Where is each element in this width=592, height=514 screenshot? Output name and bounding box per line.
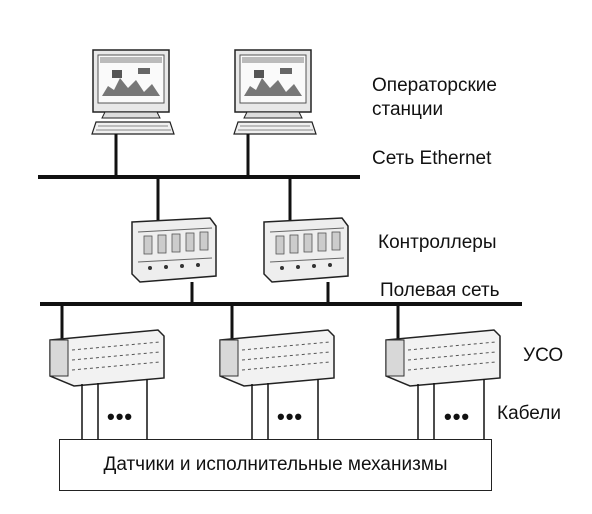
operator-station-2 [233, 49, 317, 135]
io-module-2 [219, 329, 335, 387]
operator-station-1 [91, 49, 175, 135]
io-module-1 [49, 329, 165, 387]
cables-group-3 [417, 379, 485, 439]
fieldbus-label: Полевая сеть [380, 280, 500, 301]
cables-group-1 [81, 379, 148, 439]
cables-group-2 [251, 379, 319, 439]
controller-1 [131, 217, 217, 283]
cables-ellipsis-2: ••• [277, 404, 304, 429]
controller-2 [263, 217, 349, 283]
controllers-label: Контроллеры [378, 232, 497, 253]
operator-stations-label: Операторские станции [372, 74, 497, 122]
ethernet-label: Сеть Ethernet [372, 148, 492, 169]
sensors-actuators-label: Датчики и исполнительные механизмы [103, 454, 448, 475]
sensors-actuators-box: Датчики и исполнительные механизмы [59, 439, 492, 491]
cables-label: Кабели [497, 403, 561, 424]
operator-stations-label-line1: Операторские [372, 75, 497, 96]
cables-ellipsis-1: ••• [107, 404, 134, 429]
io-modules-label: УСО [523, 345, 564, 366]
cables-ellipsis-3: ••• [444, 404, 471, 429]
io-module-3 [385, 329, 501, 387]
operator-stations-label-line2: станции [372, 99, 444, 120]
